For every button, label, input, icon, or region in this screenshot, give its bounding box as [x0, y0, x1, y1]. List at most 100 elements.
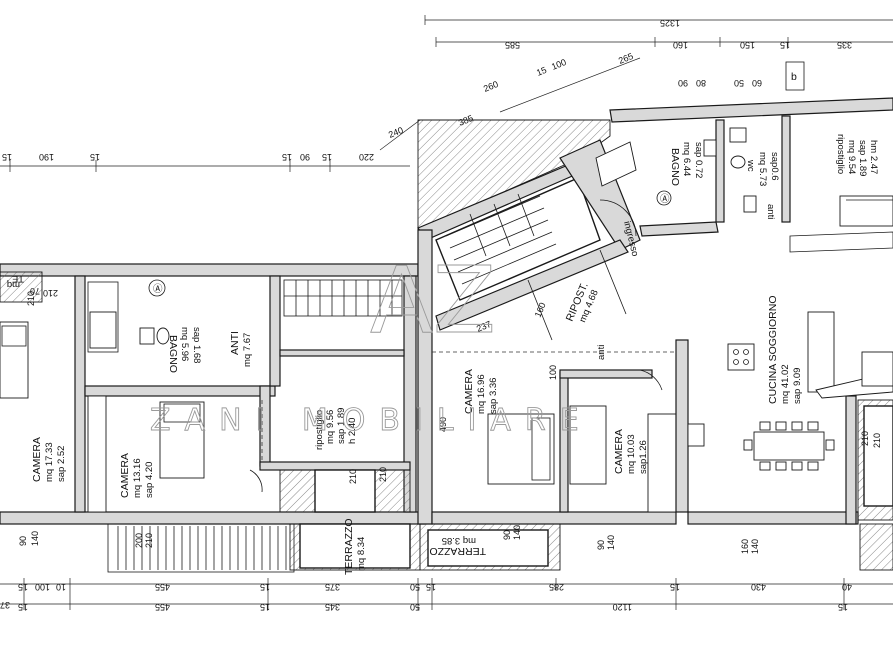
dim-90e: 90 [596, 540, 606, 550]
wc-room: wc mq 5.73 sap0.6 anti [729, 127, 780, 219]
wc-sap: sap0.6 [769, 152, 780, 181]
terrazzo-left: TERRAZZO mq 8.34 210 210 [279, 467, 421, 575]
dim-210d: 210 [144, 533, 154, 548]
dim-335: 335 [837, 40, 852, 50]
camera-13-mq: mq 13.16 [132, 458, 143, 498]
dim-210f: 210 [860, 431, 870, 446]
dim-b-370: 370 [0, 600, 10, 610]
dim-l-15a: 15 [2, 152, 12, 162]
dim-160b: 160 [740, 539, 750, 554]
central-core [417, 119, 641, 525]
terrazzo-center: TERRAZZO mq 3.85 90 140 90 140 160 140 [419, 523, 760, 571]
bagno-left-sap: sap 1.68 [191, 327, 202, 363]
dim-b-455a: 455 [155, 582, 170, 592]
right-unit-walls [609, 97, 893, 525]
dim-b-430: 430 [751, 582, 766, 592]
anti-left-mq: mq 7.67 [242, 333, 253, 367]
watermark-brand: ZANI MOBILIARE [150, 403, 593, 438]
ripostiglio-right-mq: mq 9.54 [846, 140, 857, 174]
terrazzo-center-name: TERRAZZO [429, 545, 486, 557]
dim-b-40: 40 [842, 582, 852, 592]
bath-symbol: Ⓐ [153, 284, 163, 295]
bagno-left-name: BAGNO [167, 335, 179, 373]
ripostiglio-left-mq: mq 9.56 [325, 410, 336, 444]
dim-150: 150 [740, 40, 755, 50]
dim-b-15b: 15 [260, 582, 270, 592]
dim-160: 160 [673, 40, 688, 50]
terrazzo-left-mq: mq 8.34 [356, 537, 367, 571]
camera-10-sap: sap1.26 [638, 440, 649, 474]
camera-13: CAMERA mq 13.16 sap 4.20 [87, 395, 263, 513]
dim-200: 200 [134, 533, 144, 548]
ripostiglio-right-sap: sap 1.89 [857, 140, 868, 176]
dim-b2-15b: 15 [260, 602, 270, 612]
wc-mq: mq 5.73 [757, 152, 768, 186]
dim-585: 585 [505, 40, 520, 50]
left-dimension-text: 15 190 15 15 90 15 220 [2, 152, 374, 162]
anti-left-name: ANTI [229, 331, 241, 355]
stairs-left-unit [283, 279, 403, 317]
dim-1325: 1325 [660, 18, 680, 28]
dim-50-top: 50 [734, 78, 744, 88]
dim-140b: 140 [512, 525, 522, 540]
ripostiglio-right-name: ripostiglio [835, 134, 846, 174]
terrazzo-left-name: TERRAZZO [343, 518, 355, 575]
dim-100b: 100 [548, 365, 558, 380]
cucina-name: CUCINA SOGGIORNO [767, 295, 779, 404]
dim-l-90: 90 [300, 152, 310, 162]
cucina-mq: mq 41.02 [780, 364, 791, 404]
top-dimension-lines [0, 15, 893, 172]
bath-right-symbol: Ⓐ [660, 194, 670, 205]
dim-b2-1120: 1120 [613, 602, 632, 612]
dim-l-220: 220 [359, 152, 374, 162]
camera-left-name: CAMERA [31, 437, 43, 482]
dim-b-15d: 15 [670, 582, 680, 592]
dim-b2-15a: 15 [18, 602, 28, 612]
dim-l-15d: 15 [322, 152, 332, 162]
dim-70: 70 [30, 286, 40, 296]
dim-b2-50: 50 [410, 602, 420, 612]
dim-100: 100 [550, 57, 568, 72]
camera-left-sap: sap 2.52 [56, 446, 67, 482]
dim-l-190: 190 [39, 152, 54, 162]
section-marker: b [791, 71, 797, 83]
ripostiglio-left-name: ripostiglio [314, 410, 325, 450]
dim-60-top: 60 [752, 78, 762, 88]
dim-b-285: 285 [549, 582, 564, 592]
dim-b-10: 10 [56, 582, 66, 592]
camera-16: CAMERA mq 16.96 sap 3.36 490 100 [431, 351, 680, 525]
bagno-left-mq: mq 5.96 [179, 327, 190, 361]
camera-16-sap: sap 3.36 [488, 378, 499, 414]
dim-90d: 90 [502, 530, 512, 540]
dim-15a: 15 [780, 40, 790, 50]
cucina-sap: sap 9.09 [792, 368, 803, 404]
bagno-right-sap: sap 0.72 [693, 142, 704, 178]
dim-240: 240 [387, 125, 405, 140]
dim-140c: 140 [606, 535, 616, 550]
camera-10: CAMERA mq 10.03 sap1.26 anti [559, 345, 679, 513]
dim-l-15b: 15 [90, 152, 100, 162]
dim-b-375: 375 [325, 582, 340, 592]
dim-140a: 140 [30, 531, 40, 546]
te-mq: mq [7, 279, 20, 290]
dim-90c: 90 [18, 536, 28, 546]
dim-b2-15c: 15 [838, 602, 848, 612]
dim-260: 260 [482, 79, 500, 94]
camera-13-name: CAMERA [119, 453, 131, 498]
bagno-right-name: BAGNO [669, 148, 681, 186]
bagno-right: Ⓐ BAGNO mq 6.44 sap 0.72 [595, 139, 717, 206]
camera-left: CAMERA mq 17.33 sap 2.52 [0, 321, 67, 482]
anti-center: anti [596, 345, 607, 360]
terrazzo-center-mq: mq 3.85 [442, 535, 476, 546]
camera-left-mq: mq 17.33 [44, 442, 55, 482]
dim-90b: 210 [348, 469, 358, 484]
dim-265: 265 [617, 51, 635, 66]
ripostiglio-right-h: hm 2.47 [868, 140, 879, 174]
dim-160a: 160 [533, 301, 548, 319]
ripostiglio-left: ripostiglio mq 9.56 sap 1.89 h 2.40 [314, 408, 358, 450]
dim-90-top: 90 [678, 78, 688, 88]
camera-10-mq: mq 10.03 [626, 434, 637, 474]
dim-b-100: 100 [35, 582, 50, 592]
balcony-rail: 200 210 90 140 [18, 523, 295, 573]
